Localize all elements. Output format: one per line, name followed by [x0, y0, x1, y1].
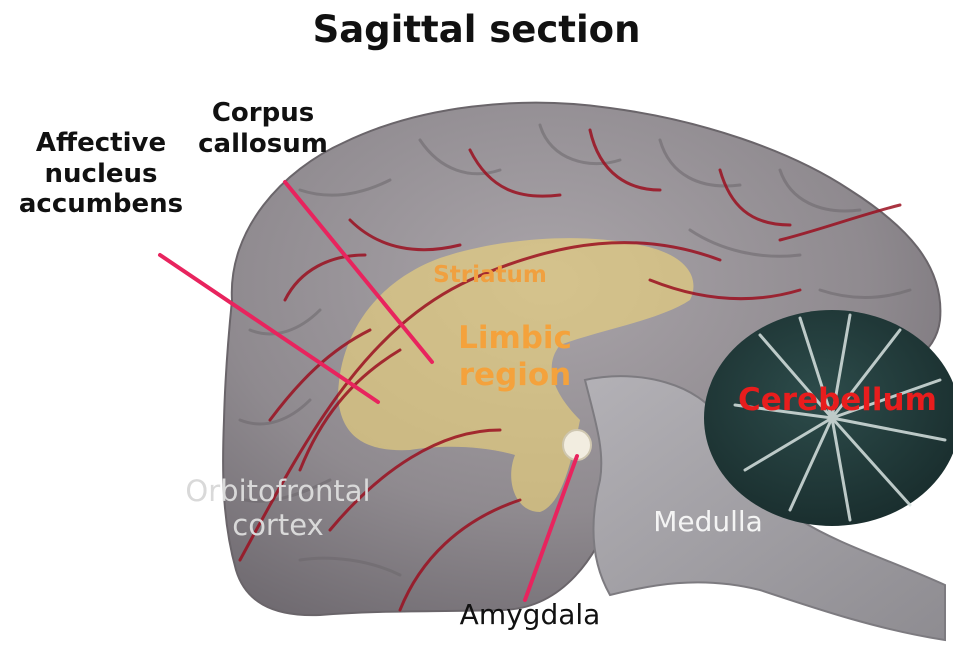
- label-medulla: Medulla: [628, 505, 788, 538]
- label-limbic-line-1: Limbic: [440, 320, 590, 357]
- label-orbitofrontal-cortex: Orbitofrontal cortex: [158, 474, 398, 542]
- label-limbic-region: Limbic region: [440, 320, 590, 394]
- label-corpus-line-1: Corpus: [188, 98, 338, 129]
- label-affective-nucleus-accumbens: Affective nucleus accumbens: [16, 128, 186, 220]
- label-affective-line-1: Affective: [16, 128, 186, 159]
- label-cerebellum: Cerebellum: [738, 382, 953, 419]
- diagram-title: Sagittal section: [0, 8, 953, 52]
- label-corpus-line-2: callosum: [188, 129, 338, 160]
- label-orbito-line-2: cortex: [158, 508, 398, 542]
- label-striatum: Striatum: [425, 262, 555, 289]
- label-corpus-callosum: Corpus callosum: [188, 98, 338, 159]
- label-amygdala: Amygdala: [440, 598, 620, 631]
- label-affective-line-3: accumbens: [16, 189, 186, 220]
- label-affective-line-2: nucleus: [16, 159, 186, 190]
- label-orbito-line-1: Orbitofrontal: [158, 474, 398, 508]
- label-limbic-line-2: region: [440, 357, 590, 394]
